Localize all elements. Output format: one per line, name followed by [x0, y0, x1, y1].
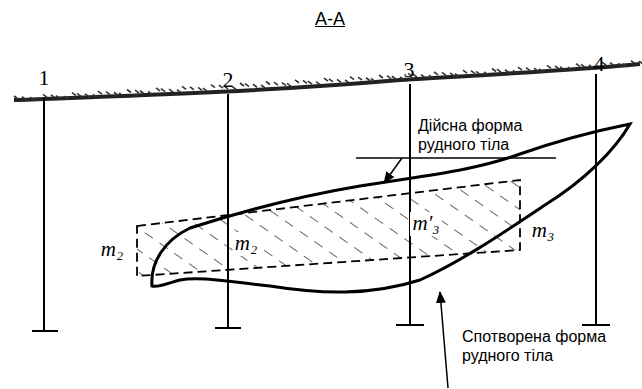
thickness-label: m′₃ [410, 212, 441, 235]
thickness-label: m₂ [233, 232, 259, 255]
ground-texture [77, 93, 81, 96]
ground-texture [366, 78, 370, 81]
ground-texture [434, 72, 438, 75]
ground-texture [156, 88, 160, 91]
thickness-label: m₂ [99, 238, 125, 261]
ground-texture [51, 95, 55, 98]
ground-texture [182, 86, 186, 89]
ground-texture [64, 96, 68, 99]
ground-texture [576, 64, 580, 67]
ground-texture [618, 63, 622, 66]
callout-text: Спотворена форма рудного тіла [462, 327, 612, 365]
ground-texture [190, 87, 194, 90]
ground-texture [295, 80, 299, 83]
ground-texture [56, 96, 60, 99]
borehole-number: 3 [404, 58, 415, 82]
ground-texture [455, 74, 459, 77]
ground-texture [589, 65, 593, 68]
actual-ore-body [152, 124, 630, 292]
ground-texture [581, 64, 585, 67]
borehole-number: 2 [223, 68, 234, 92]
ground-texture [287, 83, 291, 86]
ground-texture [610, 63, 614, 66]
ground-texture [266, 82, 270, 85]
ground-texture [148, 91, 152, 94]
ground-texture [329, 79, 333, 82]
ground-texture [463, 70, 467, 73]
ground-texture [450, 73, 454, 76]
ground-texture [492, 69, 496, 72]
ground-texture [518, 67, 522, 70]
ground-texture [316, 82, 320, 85]
ground-texture [240, 83, 244, 86]
ground-texture [379, 75, 383, 78]
ground-texture [219, 85, 223, 88]
distorted-ore-body [130, 170, 530, 290]
ground-texture [639, 61, 642, 64]
ground-texture [555, 66, 559, 69]
ground-texture [253, 84, 257, 87]
ground-texture [43, 94, 47, 97]
ground-texture [177, 90, 181, 93]
ground-texture [14, 96, 18, 99]
ground-texture [337, 79, 341, 82]
ground-texture [539, 69, 543, 72]
ground-texture [140, 91, 144, 94]
ground-texture [211, 85, 215, 88]
ground-texture [392, 76, 396, 79]
ground-texture [30, 97, 34, 100]
ground-texture [324, 78, 328, 81]
ground-texture [429, 75, 433, 78]
ground-texture [85, 94, 89, 97]
ground-surface [14, 61, 642, 101]
ground-texture [623, 64, 627, 67]
ground-texture [245, 84, 249, 87]
ground-texture [568, 67, 572, 70]
ground-texture [106, 92, 110, 95]
ground-texture [358, 77, 362, 80]
ground-texture [35, 98, 39, 101]
ground-texture [282, 83, 286, 86]
ground-texture [198, 87, 202, 90]
ground-texture [169, 89, 173, 92]
ground-texture [261, 85, 265, 88]
ground-texture [93, 94, 97, 97]
ground-texture [400, 77, 404, 80]
ground-texture [476, 71, 480, 74]
ground-texture [203, 88, 207, 91]
ground-texture [471, 71, 475, 74]
ground-texture [387, 76, 391, 79]
ground-texture [274, 82, 278, 85]
ground-texture [127, 90, 131, 93]
ground-texture [560, 67, 564, 70]
ground-texture [22, 97, 26, 100]
ground-texture [303, 80, 307, 83]
ground-texture [114, 92, 118, 95]
ground-texture [505, 70, 509, 73]
thickness-label: m₃ [530, 219, 556, 242]
ground-texture [308, 81, 312, 84]
borehole-number: 1 [39, 66, 50, 90]
ground-texture [497, 69, 501, 72]
ground-texture [72, 93, 76, 96]
section-title: А-А [315, 10, 345, 30]
callout-text: Дійсна форма рудного тіла [418, 116, 558, 154]
ground-texture [513, 70, 517, 73]
ground-texture [350, 77, 354, 80]
ground-texture [534, 68, 538, 71]
ground-texture [345, 80, 349, 83]
borehole-number: 4 [594, 52, 605, 76]
ground-texture [631, 61, 635, 64]
ground-texture [371, 78, 375, 81]
ground-texture [161, 89, 165, 92]
ground-texture [547, 65, 551, 68]
ground-texture [135, 90, 139, 93]
ground-texture [442, 72, 446, 75]
ground-texture [421, 75, 425, 78]
ground-texture [98, 91, 102, 94]
ground-texture [526, 68, 530, 71]
ground-texture [484, 72, 488, 75]
ground-texture [119, 93, 123, 96]
